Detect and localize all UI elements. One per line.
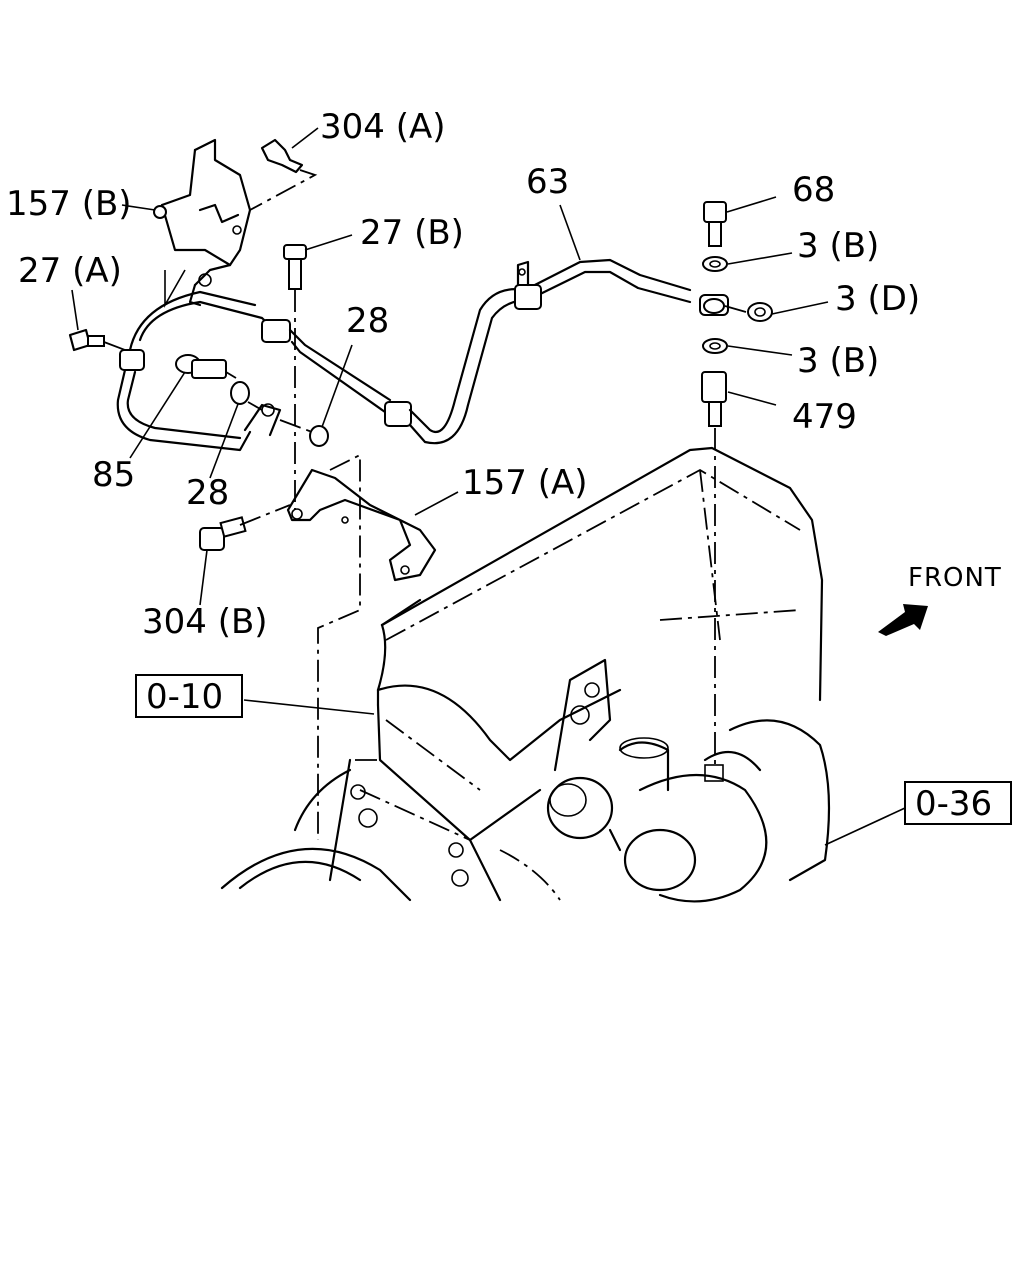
callout-63: 63 xyxy=(526,162,569,202)
leader-lines xyxy=(71,127,906,846)
front-indicator: FRONT xyxy=(878,563,1002,636)
callout-3b-upper: 3 (B) xyxy=(797,226,879,266)
fasteners-drawing xyxy=(68,138,773,551)
callout-157a: 157 (A) xyxy=(462,463,588,503)
callout-3d: 3 (D) xyxy=(835,279,920,319)
arrow-icon xyxy=(878,604,928,636)
callout-304b: 304 (B) xyxy=(142,602,268,642)
callout-157b: 157 (B) xyxy=(6,184,132,224)
reference-0-36: 0-36 xyxy=(904,781,1012,825)
callout-304a: 304 (A) xyxy=(320,107,446,147)
callout-27a: 27 (A) xyxy=(18,251,122,291)
engine-drawing xyxy=(220,446,831,903)
reference-0-36-label: 0-36 xyxy=(915,784,992,824)
callout-479: 479 xyxy=(792,397,857,437)
reference-0-10: 0-10 xyxy=(135,674,243,718)
oil-pipe-drawing xyxy=(116,138,729,582)
callout-28-upper: 28 xyxy=(346,301,389,341)
reference-0-10-label: 0-10 xyxy=(146,677,223,717)
callout-68: 68 xyxy=(792,170,835,210)
callout-28-lower: 28 xyxy=(186,473,229,513)
callout-27b: 27 (B) xyxy=(360,213,464,253)
front-label: FRONT xyxy=(908,563,1002,593)
callout-3b-lower: 3 (B) xyxy=(797,341,879,381)
callout-85: 85 xyxy=(92,455,135,495)
callout-labels: 304 (A) 157 (B) 27 (B) 27 (A) 63 68 3 (B… xyxy=(6,107,920,642)
